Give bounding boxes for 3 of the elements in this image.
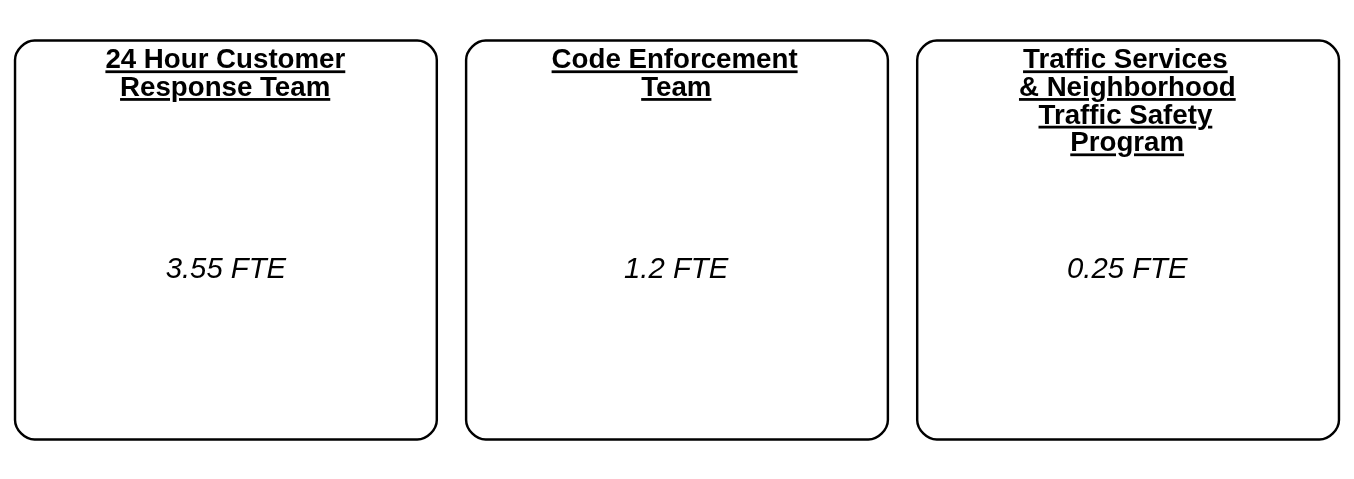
node-box: Code Enforcement Team 1.2 FTE [464,38,890,441]
node-box: Traffic Services & Neighborhood Traffic Safety Program 0.25 FTE [916,38,1341,441]
node-box: 24 Hour Customer Response Team 3.55 FTE [13,38,439,441]
